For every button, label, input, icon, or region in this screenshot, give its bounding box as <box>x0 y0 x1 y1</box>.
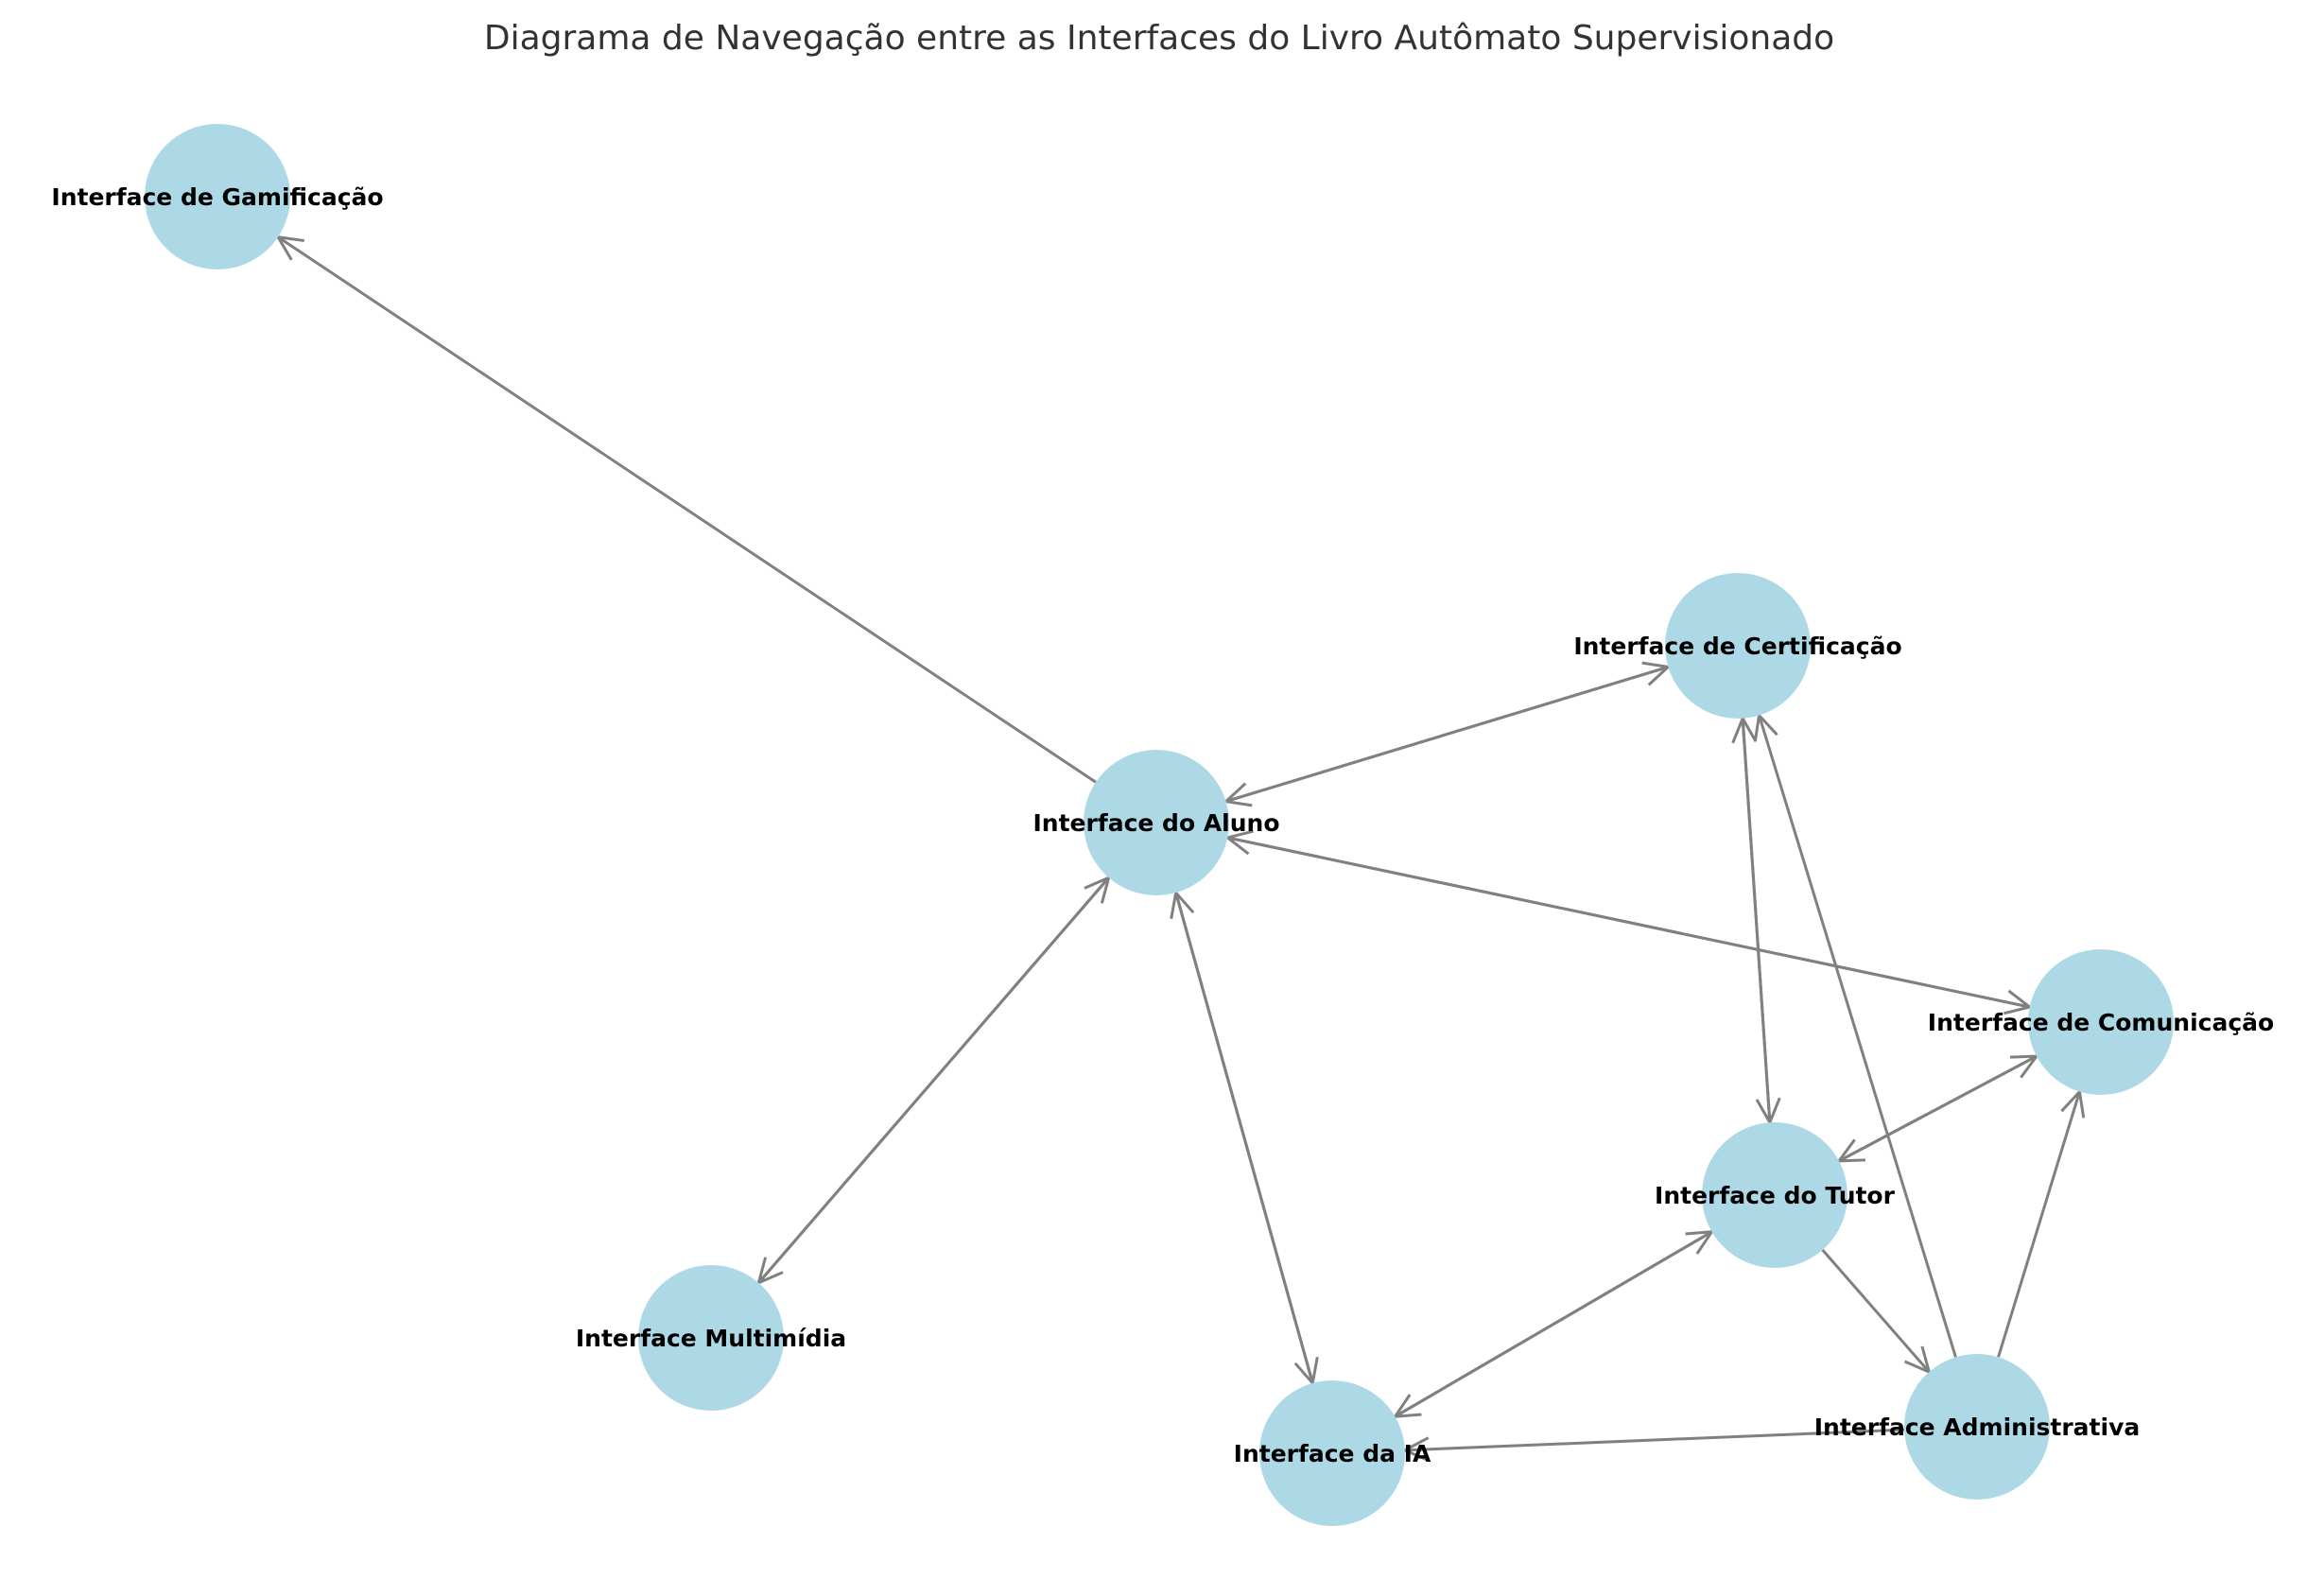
edge-line <box>277 235 1097 784</box>
node-label: Interface da IA <box>1234 1440 1431 1467</box>
edge-cert-to-tutor <box>1741 718 1781 1126</box>
arrowhead-icon <box>1084 875 1111 904</box>
arrowhead-icon <box>1685 1230 1715 1255</box>
node-label: Interface Multimídia <box>576 1325 846 1352</box>
edge-line <box>757 876 1110 1284</box>
node-com: Interface de Comunicação <box>1928 949 2274 1095</box>
node-label: Interface de Gamificação <box>51 183 383 211</box>
edge-line <box>1758 715 1957 1358</box>
edge-tutor-to-admin <box>1821 1249 1932 1375</box>
node-circle <box>1084 750 1229 895</box>
edge-admin-to-cert <box>1753 712 1957 1358</box>
edge-line <box>1394 1230 1713 1418</box>
edge-multi-to-aluno <box>757 875 1111 1284</box>
node-aluno: Interface do Aluno <box>1032 750 1280 895</box>
arrowhead-icon <box>1903 1345 1932 1375</box>
edge-ia-to-aluno <box>1170 889 1314 1384</box>
node-circle <box>1665 573 1811 719</box>
node-multi: Interface Multimídia <box>576 1265 846 1411</box>
edge-ia-to-tutor <box>1394 1230 1715 1418</box>
node-circle <box>638 1265 784 1411</box>
node-label: Interface do Tutor <box>1655 1182 1896 1209</box>
edge-line <box>1997 1091 2081 1358</box>
edge-line <box>1174 892 1314 1384</box>
node-ia: Interface da IA <box>1234 1380 1431 1526</box>
node-circle <box>1702 1122 1847 1268</box>
edge-tutor-to-cert <box>1731 715 1772 1123</box>
arrowhead-icon <box>1753 712 1778 742</box>
node-label: Interface do Aluno <box>1032 809 1279 837</box>
node-circle <box>1904 1354 2050 1500</box>
arrowhead-icon <box>2060 1088 2086 1119</box>
edge-line <box>1821 1249 1931 1373</box>
node-admin: Interface Administrativa <box>1814 1354 2141 1500</box>
edge-line <box>1404 1428 1905 1452</box>
node-tutor: Interface do Tutor <box>1655 1122 1896 1268</box>
edge-line <box>1227 836 2030 1009</box>
edge-line <box>1838 1054 2038 1163</box>
node-label: Interface Administrativa <box>1814 1414 2141 1441</box>
node-circle <box>2028 949 2174 1095</box>
node-label: Interface de Comunicação <box>1928 1009 2274 1036</box>
edge-com-to-aluno <box>1223 829 2030 1009</box>
node-circle <box>1259 1380 1405 1526</box>
edge-cert-to-aluno <box>1223 665 1669 807</box>
edge-line <box>1225 665 1669 804</box>
edges-layer <box>275 234 2086 1463</box>
node-label: Interface de Certificação <box>1573 633 1901 660</box>
diagram-title: Diagrama de Navegação entre as Interface… <box>484 19 1834 58</box>
node-circle <box>145 124 290 269</box>
edge-line <box>1741 718 1772 1123</box>
edge-admin-to-com <box>1997 1088 2086 1358</box>
node-cert: Interface de Certificação <box>1573 573 1902 719</box>
edge-aluno-to-gam <box>275 234 1097 784</box>
node-gam: Interface de Gamificação <box>51 124 384 269</box>
